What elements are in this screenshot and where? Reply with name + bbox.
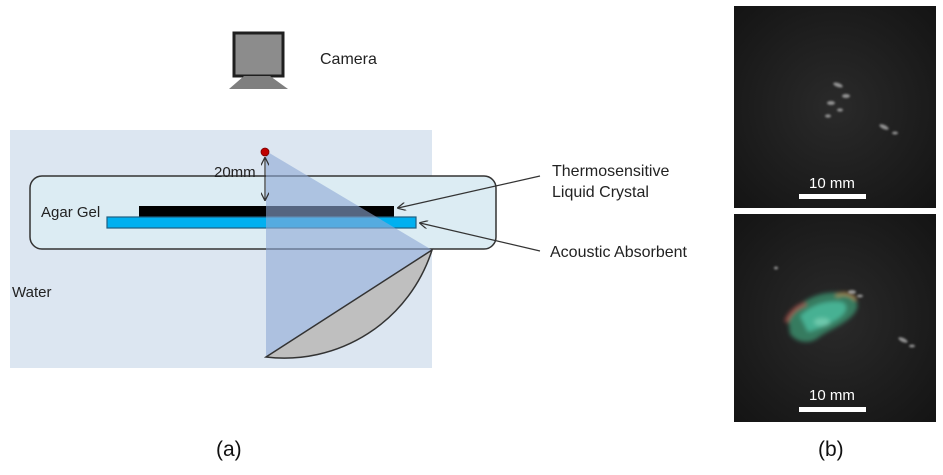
- top-scale-label: 10 mm: [809, 175, 855, 192]
- photo-before-heating: 10 mm: [734, 6, 936, 208]
- liquid-crystal-label-line1: Thermosensitive: [552, 163, 669, 180]
- panel-b-photos: 10 mm 10 mm (b): [734, 6, 936, 461]
- transducer: [263, 248, 434, 359]
- bottom-scale-label: 10 mm: [809, 387, 855, 404]
- focus-point: [260, 147, 270, 157]
- panel-a-schematic: Camera Agar Gel 20mm Thermosensitive Liq…: [10, 31, 688, 461]
- bottom-scale-bar: [799, 407, 866, 412]
- ultrasound-beam: [266, 151, 432, 357]
- liquid-crystal-label-line2: Liquid Crystal: [552, 184, 649, 201]
- top-scale-bar: [799, 194, 866, 199]
- absorbent-callout: [420, 223, 541, 252]
- acoustic-absorbent-label: Acoustic Absorbent: [550, 244, 688, 261]
- photo-after-heating: 10 mm: [734, 214, 936, 422]
- panel-a-caption: (a): [216, 438, 242, 461]
- liquid-crystal-callout: [398, 175, 541, 208]
- agar-gel-label: Agar Gel: [41, 204, 100, 221]
- distance-label: 20mm: [214, 164, 256, 181]
- thermal-pattern: [784, 292, 858, 342]
- panel-b-caption: (b): [818, 438, 844, 461]
- camera-icon: [229, 31, 288, 89]
- acoustic-absorbent: [106, 216, 417, 229]
- camera-label: Camera: [320, 51, 377, 68]
- water-label: Water: [12, 284, 51, 301]
